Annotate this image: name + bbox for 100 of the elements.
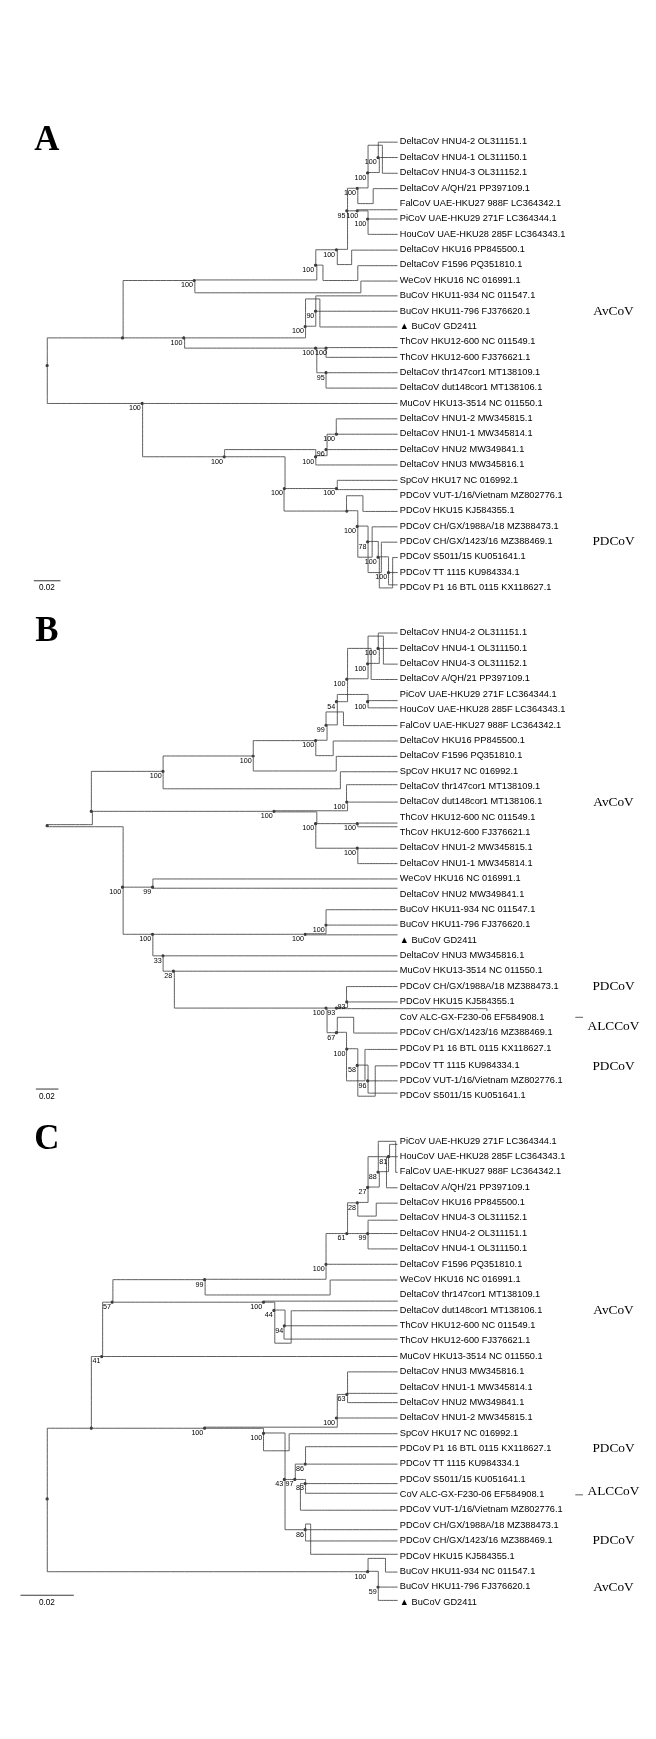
connector [358, 525, 369, 541]
node-point [366, 216, 370, 221]
node-label: 100 [149, 771, 162, 780]
node-text: PDCoV CH/GX/1423/16 MZ388469.1 [399, 1026, 553, 1037]
connector [204, 1417, 338, 1428]
connector [367, 635, 399, 665]
node-point [355, 208, 359, 212]
node-point [324, 922, 328, 927]
node-label: 100 [211, 457, 223, 466]
connector [357, 187, 399, 204]
node-text: FalCoV UAE-HKU27 988F LC364342.1 [399, 1165, 562, 1176]
node-point [324, 447, 328, 451]
node-point [345, 1046, 349, 1051]
connector [357, 848, 398, 864]
connector [347, 1232, 367, 1234]
node-label: 41 [92, 1356, 101, 1365]
connector [335, 417, 398, 433]
connector [389, 1143, 398, 1157]
node-point [366, 1231, 370, 1235]
node-label: 100 [323, 488, 336, 497]
connector [326, 433, 336, 449]
node-text: DeltaCoV HNU1-2 MW345815.1 [399, 1411, 533, 1422]
node-label: 100 [314, 348, 327, 357]
node-label: 100 [343, 848, 356, 857]
node-label: 90 [306, 311, 315, 320]
node-point [366, 699, 370, 703]
node-text: HouCoV UAE-HKU28 285F LC364343.1 [399, 703, 566, 714]
node-label: 100 [354, 173, 367, 182]
connector [378, 156, 399, 158]
connector [46, 1499, 367, 1572]
connector [347, 509, 359, 526]
node-label: 99 [195, 1280, 204, 1288]
connector [337, 679, 348, 702]
node-text: DeltaCoV dut148cor1 MT138106.1 [399, 795, 543, 806]
connector [378, 647, 399, 649]
node-point [89, 1426, 93, 1430]
connector [336, 1393, 346, 1417]
node-text: DeltaCoV thr147cor1 MT138109.1 [399, 1288, 541, 1299]
connector [336, 1016, 398, 1033]
connector [336, 249, 399, 265]
connector [162, 755, 253, 770]
connector [367, 1081, 399, 1094]
node-point [355, 524, 359, 528]
node-point [161, 953, 165, 957]
connector [252, 755, 398, 771]
node-text: PDCoV S5011/15 KU051641.1 [399, 1089, 526, 1100]
connector [274, 811, 318, 824]
node-point [376, 646, 380, 650]
node-point [272, 1308, 276, 1312]
node-label: 100 [302, 457, 315, 466]
connector [337, 1031, 347, 1048]
connector [357, 1202, 399, 1217]
node-text: ThCoV HKU12-600 NC 011549.1 [399, 811, 536, 822]
label: AvCoV [593, 302, 634, 318]
node-label: 54 [327, 702, 336, 711]
connector [336, 488, 398, 490]
node-text: ThCoV HKU12-600 FJ376621.1 [399, 1334, 531, 1345]
node-label: 100 [260, 811, 273, 820]
connector [336, 479, 398, 488]
connector [305, 933, 398, 935]
connector [388, 572, 398, 585]
connector [285, 1478, 294, 1480]
connector [368, 1232, 398, 1234]
node-text: DeltaCoV HNU4-3 OL311152.1 [399, 657, 528, 668]
connector [46, 366, 142, 404]
connector [367, 1557, 398, 1572]
connector [326, 924, 399, 925]
connector [368, 540, 379, 556]
node-label: 58 [348, 1065, 357, 1074]
node-text: PDCoV HKU15 KJ584355.1 [399, 504, 515, 515]
connector [347, 1394, 399, 1403]
connector [368, 1171, 380, 1187]
connector [325, 348, 398, 358]
node-label: 100 [354, 219, 367, 228]
node-point [282, 486, 286, 490]
node-point [355, 1063, 359, 1067]
connector [315, 740, 399, 756]
node-label: 100 [302, 265, 315, 274]
node-point [303, 1481, 307, 1485]
node-text: ALCCoV [587, 1482, 640, 1498]
node-point [334, 1005, 338, 1010]
node-label: 100 [291, 326, 304, 335]
connector [389, 1155, 399, 1157]
connector [336, 1007, 488, 1011]
node-label: 100 [139, 934, 152, 943]
node-label: 99 [316, 725, 325, 734]
node-label: 100 [354, 702, 367, 711]
node-point [386, 570, 391, 574]
node-text: BuCoV HKU11-934 NC 011547.1 [399, 289, 536, 300]
node-text: BuCoV HKU11-796 FJ376620.1 [399, 918, 531, 929]
connector [358, 1187, 369, 1203]
node-text: DeltaCoV dut148cor1 MT138106.1 [399, 381, 543, 392]
connector [152, 934, 162, 956]
node-point [192, 278, 196, 282]
connector [123, 886, 152, 888]
label: 0.02 [38, 1597, 55, 1607]
connector [284, 1479, 305, 1530]
node-text: DeltaCoV HNU4-2 OL311151.1 [399, 626, 528, 637]
node-text: BuCoV HKU11-796 FJ376620.1 [399, 305, 531, 315]
node-point [261, 1300, 266, 1304]
